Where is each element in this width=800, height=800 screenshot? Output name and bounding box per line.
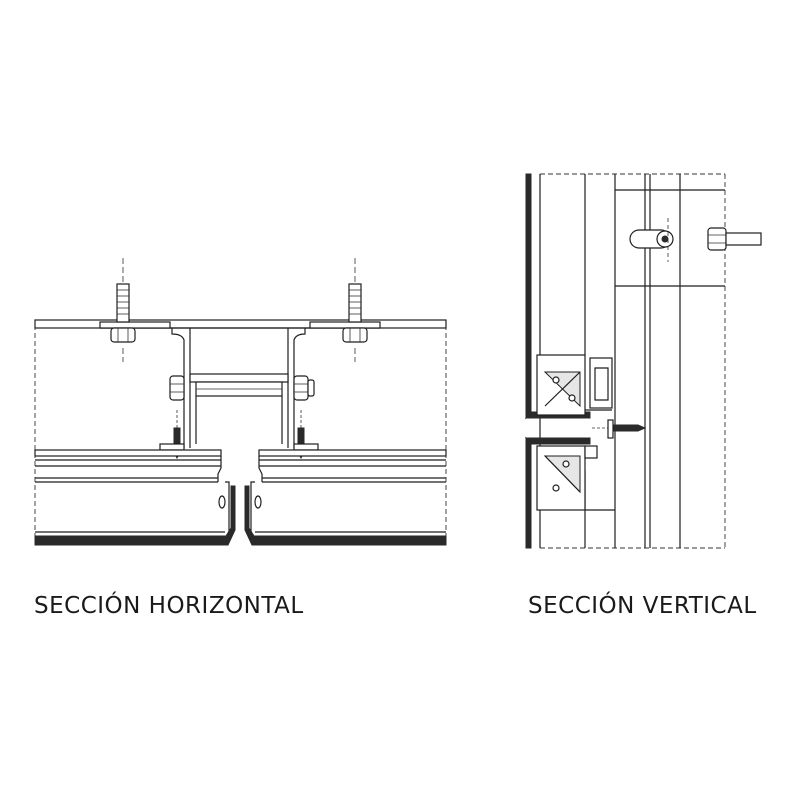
- t-bracket: [169, 328, 315, 448]
- nut-left: [169, 375, 185, 401]
- clip-bottom: [536, 445, 615, 511]
- caption-vertical-section: SECCIÓN VERTICAL: [528, 593, 757, 619]
- top-plate: [34, 319, 447, 329]
- bolt-vertical-section: [629, 218, 762, 262]
- nut-right: [293, 375, 309, 401]
- bolt-left: [110, 258, 136, 362]
- panel-right: [244, 449, 447, 546]
- panel-left: [34, 449, 236, 546]
- bolt-right: [342, 258, 368, 362]
- panel-edge-bottom: [525, 436, 532, 549]
- caption-horizontal-section: SECCIÓN HORIZONTAL: [34, 593, 304, 619]
- panel-edge-top: [525, 173, 532, 420]
- washer-plate-right: [309, 321, 381, 329]
- screw-vertical-section: [592, 419, 647, 439]
- spacer-bar: [189, 373, 289, 383]
- clip-top: [536, 354, 613, 416]
- vertical-section-drawing: [524, 173, 762, 549]
- horizontal-section-drawing: [34, 258, 447, 546]
- washer-plate-left: [99, 321, 171, 329]
